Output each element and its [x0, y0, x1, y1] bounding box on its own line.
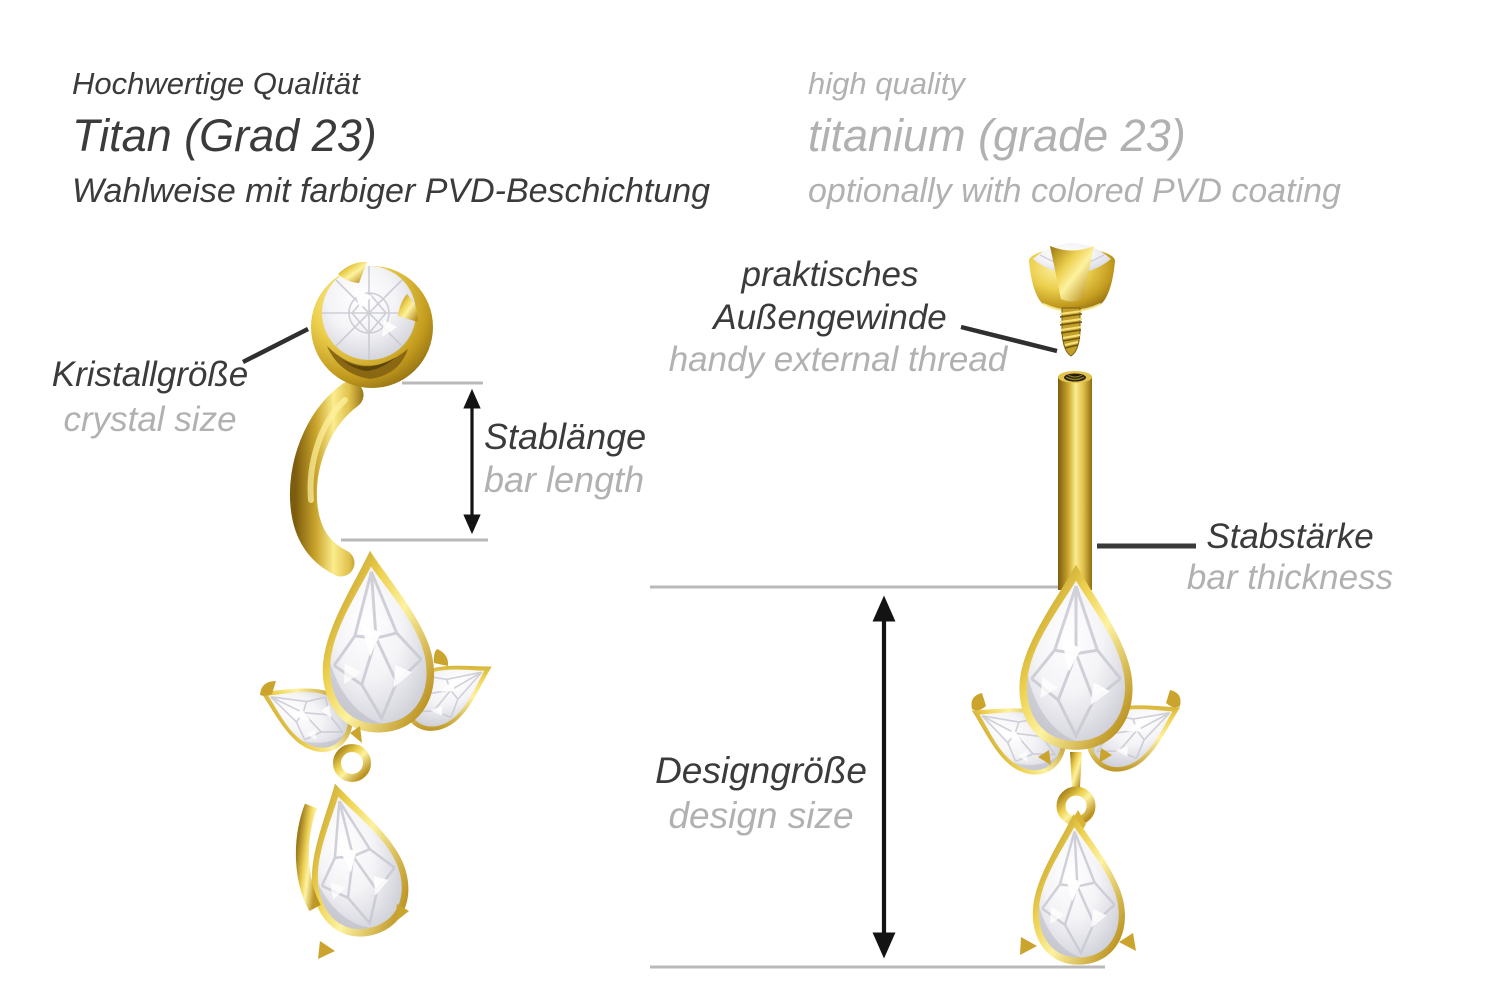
straight-bar: [1058, 376, 1092, 590]
prong-claw: [1166, 690, 1181, 708]
annotation-lines: [241, 324, 1196, 969]
label-external-thread-en: handy external thread: [668, 340, 1008, 379]
prong-claw: [338, 261, 367, 283]
header-en-material: titanium (grade 23): [808, 110, 1186, 161]
label-external-thread-de2: Außengewinde: [713, 298, 947, 337]
label-design-size-en: design size: [668, 795, 854, 836]
header-de-coating: Wahlweise mit farbiger PVD-Beschichtung: [72, 172, 711, 210]
crystal-size-pointer: [241, 326, 310, 365]
header-en-quality: high quality: [808, 66, 965, 101]
label-crystal-size-de: Kristallgröße: [51, 355, 249, 394]
header-de-material: Titan (Grad 23): [72, 110, 377, 161]
label-bar-length-en: bar length: [484, 459, 645, 500]
lotus-main-crystal: [312, 545, 440, 738]
header-en-coating: optionally with colored PVD coating: [808, 172, 1341, 210]
header-de-quality: Hochwertige Qualität: [72, 66, 360, 101]
prong-claw: [260, 681, 276, 696]
belly-ring-disassembled: [956, 243, 1196, 969]
external-thread-pointer: [960, 324, 1058, 354]
dangle-ring: [333, 744, 371, 782]
label-bar-thickness-de: Stabstärke: [1206, 517, 1374, 556]
belly-ring-assembled: [246, 261, 508, 959]
lotus-main-crystal: [1017, 563, 1135, 752]
label-bar-length-de: Stablänge: [484, 416, 647, 457]
prong-claw: [971, 693, 986, 711]
prong-claw: [433, 649, 449, 666]
label-design-size-de: Designgröße: [655, 750, 867, 791]
teardrop-dangle: [1026, 810, 1129, 969]
prong-claw: [398, 294, 419, 322]
label-bar-thickness-en: bar thickness: [1186, 558, 1394, 597]
label-crystal-size-en: crystal size: [63, 400, 237, 439]
label-external-thread-de1: praktisches: [741, 255, 919, 294]
